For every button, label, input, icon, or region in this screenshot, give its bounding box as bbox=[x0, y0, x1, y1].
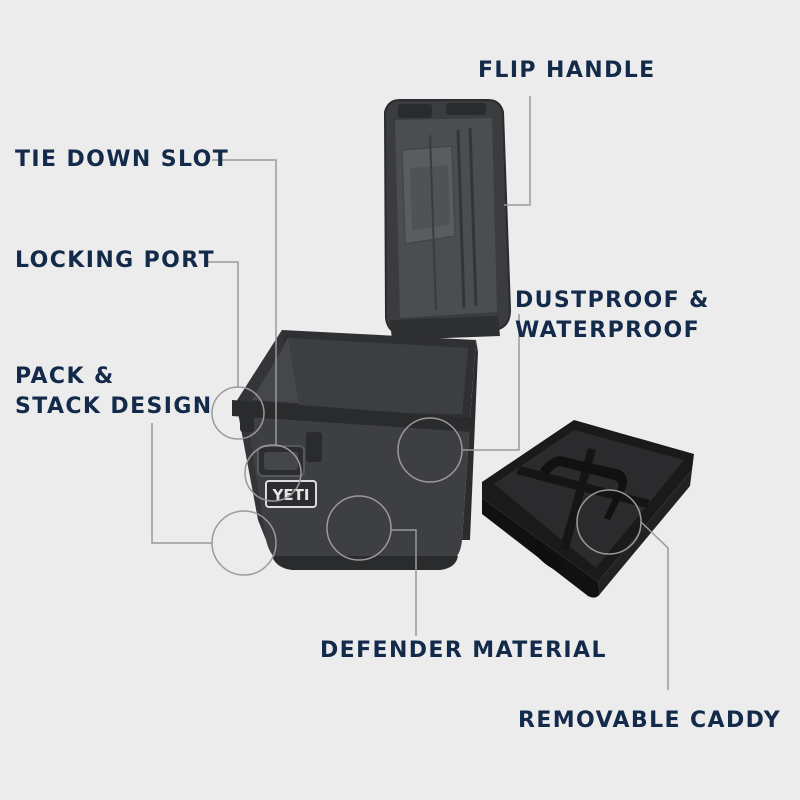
flip-handle-label: FLIP HANDLE bbox=[478, 56, 656, 86]
case-lid bbox=[383, 99, 512, 336]
dustproof-leader bbox=[462, 314, 520, 451]
tie-down-slot-label: TIE DOWN SLOT bbox=[15, 145, 229, 175]
removable-caddy-leader bbox=[640, 521, 669, 690]
pack-stack-design-label: PACK & STACK DESIGN bbox=[15, 362, 213, 422]
defender-material-circle bbox=[326, 495, 392, 561]
locking-port-text: LOCKING PORT bbox=[15, 248, 216, 273]
tie-down-slot-text: TIE DOWN SLOT bbox=[15, 147, 230, 172]
defender-material-text: DEFENDER MATERIAL bbox=[320, 638, 607, 663]
flip-handle-text: FLIP HANDLE bbox=[478, 58, 656, 83]
dustproof-line-1: DUSTPROOF & bbox=[515, 288, 710, 313]
pack-stack-circle bbox=[211, 510, 277, 576]
leader-lines bbox=[151, 96, 669, 690]
case-body: YETI bbox=[232, 330, 478, 570]
defender-material-label: DEFENDER MATERIAL bbox=[320, 636, 607, 666]
tie-down-slot-circle bbox=[244, 444, 302, 502]
pack-stack-line-2: STACK DESIGN bbox=[15, 394, 213, 419]
pack-stack-line-1: PACK & bbox=[15, 364, 115, 389]
removable-caddy-label: REMOVABLE CADDY bbox=[518, 706, 781, 736]
locking-port-label: LOCKING PORT bbox=[15, 246, 215, 276]
pack-stack-leader bbox=[151, 423, 212, 544]
flip-handle-leader bbox=[504, 96, 531, 206]
removable-caddy-text: REMOVABLE CADDY bbox=[518, 708, 782, 733]
lid-hinge bbox=[390, 316, 500, 340]
defender-material-leader bbox=[391, 529, 417, 636]
dustproof-waterproof-label: DUSTPROOF & WATERPROOF bbox=[515, 286, 710, 346]
removable-caddy bbox=[482, 420, 694, 598]
tie-down-slot-leader bbox=[212, 159, 277, 445]
dustproof-line-2: WATERPROOF bbox=[515, 318, 701, 343]
locking-port-leader bbox=[206, 261, 239, 387]
